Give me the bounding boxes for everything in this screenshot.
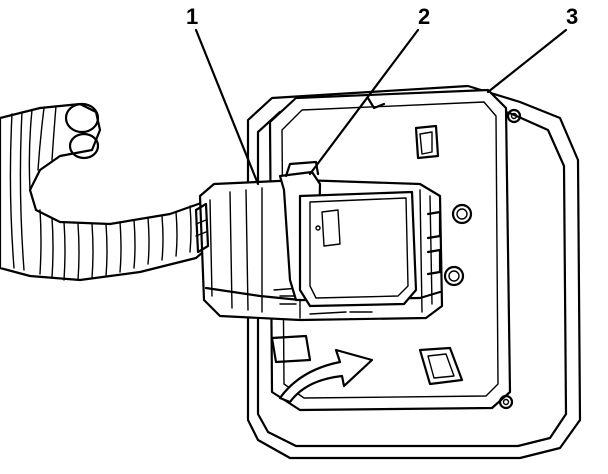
leader-lines [194, 28, 568, 186]
callout-labels: 1 2 3 [186, 4, 578, 29]
callout-1-label: 1 [186, 4, 198, 29]
leader-line-1 [194, 28, 260, 186]
rotation-arrow [278, 348, 374, 404]
leader-line-2 [308, 28, 420, 176]
callout-2-label: 2 [418, 4, 430, 29]
callout-3-label: 3 [566, 4, 578, 29]
leader-line-3 [486, 28, 568, 94]
connector-lock [278, 160, 418, 315]
wiring-harness [0, 102, 212, 282]
